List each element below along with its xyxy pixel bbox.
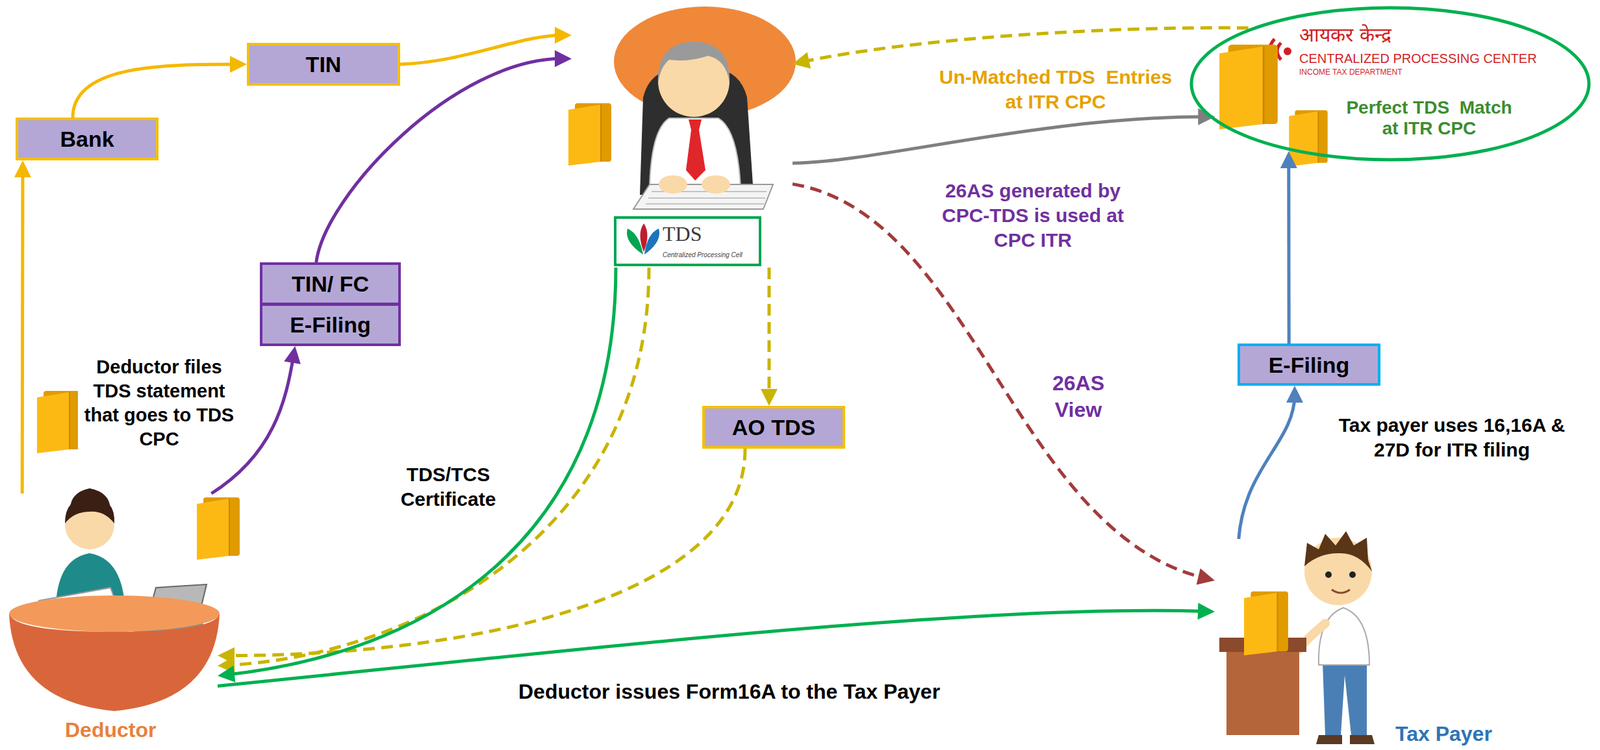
connector-line xyxy=(316,58,563,263)
box-label: Bank xyxy=(59,126,114,153)
connector xyxy=(217,267,616,683)
connector xyxy=(1280,151,1298,344)
node-label: Tax Payer xyxy=(1395,722,1493,746)
deductor-node: Deductor xyxy=(9,493,218,748)
process-box: E-Filing xyxy=(1237,343,1381,386)
arrow-head xyxy=(1196,568,1215,585)
node-label: INCOME TAX DEPARTMENT xyxy=(1299,67,1402,77)
arrow-head xyxy=(792,51,811,69)
box-label: AO TDS xyxy=(732,414,816,441)
edge-label: Tax payer uses 16,16A & 27D for ITR fili… xyxy=(1321,413,1582,463)
process-box: AO TDS xyxy=(702,406,846,449)
arrow-head xyxy=(1197,602,1215,620)
connector xyxy=(14,160,32,494)
arrow-head xyxy=(283,346,301,365)
box-label: TIN xyxy=(305,51,342,78)
connector-line xyxy=(72,64,238,118)
connector xyxy=(792,27,1249,69)
connector-line xyxy=(217,610,1206,686)
box-label: E-Filing xyxy=(289,311,371,338)
connector-line xyxy=(767,267,771,397)
box-label: E-Filing xyxy=(1268,352,1350,379)
node-label: Deductor xyxy=(64,718,156,742)
arrow-head xyxy=(217,665,236,683)
arrow-head xyxy=(1280,151,1298,169)
taxpayer-figure xyxy=(1219,531,1375,745)
node-label: Perfect TDS Match at ITR CPC xyxy=(1338,97,1521,140)
edge-label: Deductor files TDS statement that goes t… xyxy=(77,355,241,452)
node-label: आयकर केन्द्र xyxy=(1299,22,1392,49)
connector-line xyxy=(226,448,746,657)
process-box: E-Filing xyxy=(259,303,401,347)
document-folders xyxy=(37,44,1328,657)
connector-line xyxy=(792,116,1206,164)
process-box: TIN/ FC xyxy=(259,262,401,306)
arrow-head xyxy=(229,55,247,73)
connector xyxy=(217,602,1215,686)
process-box: Bank xyxy=(15,117,159,161)
taxpayer-node: Tax Payer xyxy=(1214,539,1514,748)
arrow-head xyxy=(14,160,32,178)
connector-line xyxy=(1286,160,1291,344)
connector-line xyxy=(801,27,1249,63)
ellipse-outline-shape xyxy=(1191,7,1589,160)
arrow-head xyxy=(760,389,778,407)
arrow-head xyxy=(554,26,572,44)
connector xyxy=(72,55,247,118)
edge-label: 26AS View xyxy=(1042,370,1115,424)
edge-label: 26AS generated by CPC-TDS is used at CPC… xyxy=(935,178,1131,253)
tds-officer-figure xyxy=(613,6,796,210)
edge-label: Un-Matched TDS Entries at ITR CPC xyxy=(928,64,1183,115)
process-box: TIN xyxy=(246,42,401,86)
edge-label: TDS/TCS Certificate xyxy=(383,462,514,512)
connector xyxy=(1238,385,1304,540)
connector-line xyxy=(226,267,616,675)
connector-line xyxy=(1238,394,1295,540)
arrow-head xyxy=(1286,385,1304,403)
node-label: Centralized Processing Cell xyxy=(662,250,743,260)
box-label: TIN/ FC xyxy=(291,270,369,297)
connector-line xyxy=(226,267,649,666)
cpc-ellipse: आयकर केन्द्रCENTRALIZED PROCESSING CENTE… xyxy=(1188,5,1592,163)
deductor-figure xyxy=(9,488,220,712)
connector xyxy=(760,267,778,407)
arrow-head xyxy=(554,50,572,67)
tds-cpc-node: TDS Centralized Processing Cell xyxy=(571,6,793,268)
edge-label: Deductor issues Form16A to the Tax Payer xyxy=(518,678,940,706)
connector xyxy=(792,108,1215,164)
tds-logo xyxy=(615,217,761,266)
connector-line xyxy=(20,169,25,494)
node-label: CENTRALIZED PROCESSING CENTER xyxy=(1299,50,1537,67)
connector xyxy=(217,448,746,665)
node-label: TDS xyxy=(662,221,702,247)
